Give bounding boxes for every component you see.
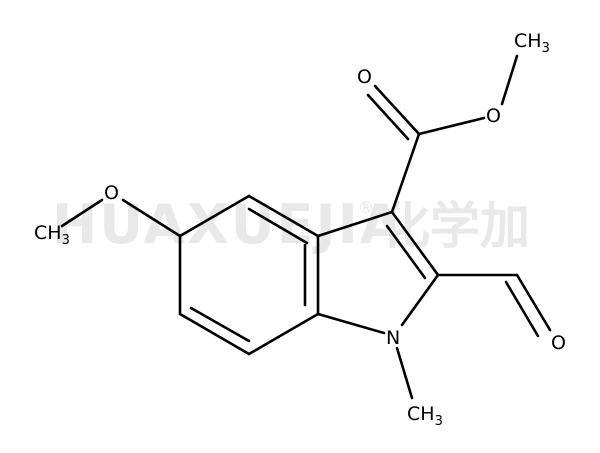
bond-carbonyl-o-double: [373, 84, 421, 136]
ester-oxygen-label: O: [486, 105, 501, 127]
methoxy-methyl-c: CH: [34, 222, 62, 244]
bond-c6-c7: [178, 312, 251, 356]
ring-nitrogen-label: N: [386, 327, 400, 349]
bond-carbonyl-o-ester: [417, 116, 486, 136]
watermark-registered-mark: ®: [358, 198, 374, 217]
bond-c3a-c4-inner: [247, 207, 309, 245]
bond-carbonyl-o-double-inner: [366, 93, 410, 141]
bond-c7-c7a: [247, 312, 320, 356]
watermark-latin: HUAXUEJIA: [52, 193, 404, 256]
bond-c4-c5: [178, 194, 251, 238]
bond-o-methoxy-methyl: [60, 198, 104, 228]
bond-cho-o-double-inner: [504, 280, 540, 338]
bonds: [60, 54, 552, 400]
bond-c3a-c3: [316, 210, 394, 238]
ester-methyl-subscript: 3: [542, 41, 550, 56]
bond-n1-methyl: [395, 346, 414, 400]
bond-n1-c7a: [316, 312, 386, 335]
bond-c3a-c4: [247, 194, 320, 238]
bond-o-ester-methyl: [500, 54, 519, 106]
methoxy-methyl-label: CH3: [34, 222, 70, 248]
methoxy-oxygen-label: O: [104, 182, 119, 204]
bond-c3-c2: [390, 210, 440, 277]
bond-c5-o-methoxy: [121, 198, 182, 238]
bond-c6-c7-inner: [189, 306, 251, 343]
bond-cho-o-double: [515, 273, 552, 332]
bond-c2-n1: [400, 273, 440, 327]
ester-methyl-c: CH: [514, 30, 542, 52]
n-methyl-c: CH: [407, 403, 435, 425]
n-methyl-label: CH3: [407, 403, 443, 429]
n-methyl-subscript: 3: [435, 414, 443, 429]
watermark: HUAXUEJIA ® 化学加: [52, 193, 530, 256]
ester-methyl-label: CH3: [514, 30, 550, 56]
atom-labels: O O CH3 O CH3 O N CH3: [34, 30, 566, 429]
methoxy-methyl-subscript: 3: [62, 233, 70, 248]
bond-c3-carbonyl: [390, 132, 421, 214]
aldehyde-oxygen-label: O: [551, 332, 566, 354]
carbonyl-oxygen-label: O: [357, 66, 372, 88]
watermark-chinese: 化学加: [380, 197, 530, 255]
bond-c3-c2-inner: [385, 224, 427, 280]
